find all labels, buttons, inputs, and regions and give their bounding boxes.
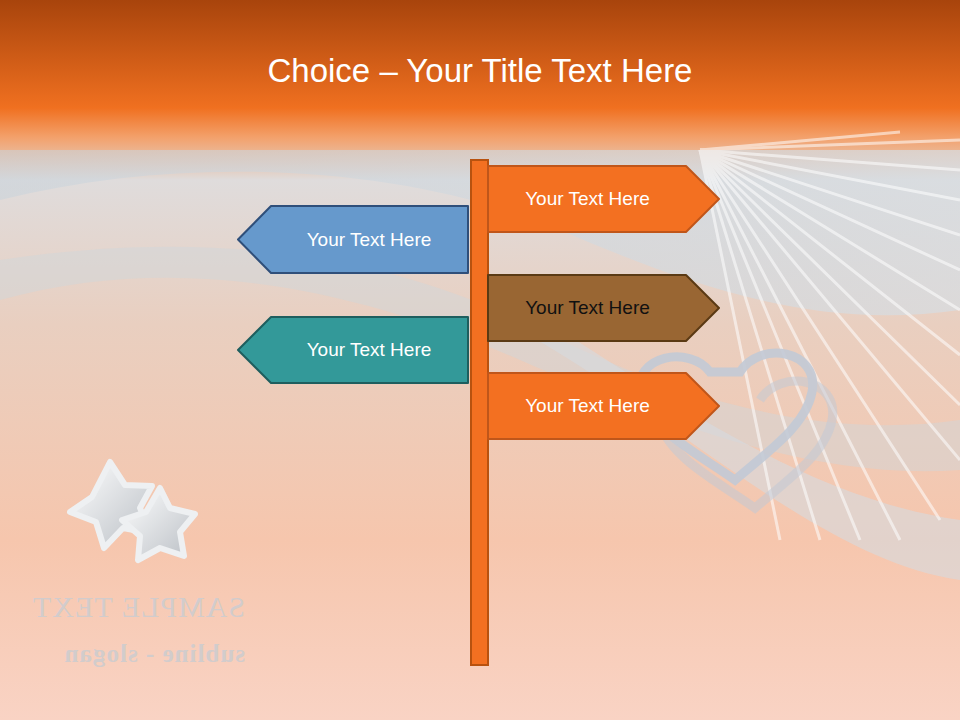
arrow-outline — [238, 317, 468, 383]
signpost-arrow: Your Text Here — [237, 316, 469, 384]
arrow-label: Your Text Here — [525, 188, 650, 210]
arrow-label: Your Text Here — [307, 229, 432, 251]
arrow-label: Your Text Here — [525, 395, 650, 417]
signpost-arrow: Your Text Here — [487, 372, 720, 440]
watermark-text: SAMPLE TEXT — [20, 590, 245, 624]
slide-title: Choice – Your Title Text Here — [0, 52, 960, 90]
watermark-text: subline - slogan — [20, 640, 245, 668]
arrow-outline — [488, 275, 719, 341]
arrow-outline — [488, 373, 719, 439]
arrow-label: Your Text Here — [525, 297, 650, 319]
signpost-arrow: Your Text Here — [487, 274, 720, 342]
arrow-outline — [238, 206, 468, 273]
signpost-arrow: Your Text Here — [237, 205, 469, 274]
arrow-label: Your Text Here — [307, 339, 432, 361]
signpost-arrow: Your Text Here — [487, 165, 720, 233]
arrow-outline — [488, 166, 719, 232]
